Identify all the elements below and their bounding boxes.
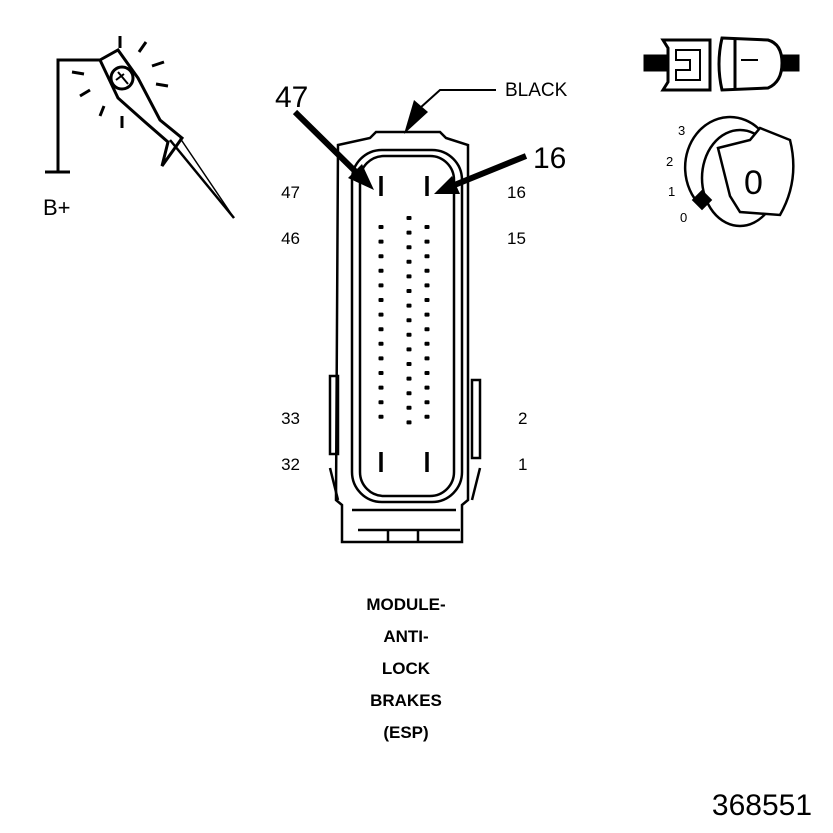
- module-title-line-1: MODULE-: [366, 595, 445, 614]
- connector-pin-cavity: [424, 400, 430, 405]
- connector-pin-cavity: [406, 318, 412, 323]
- module-title-line-4: BRAKES: [370, 691, 442, 710]
- connector-pin-cavity: [424, 283, 430, 288]
- connector-pin-cavity: [406, 332, 412, 337]
- black-color-label: BLACK: [505, 80, 568, 101]
- connector-pin-cavity: [406, 216, 412, 220]
- pin-label-33: 33: [281, 409, 300, 428]
- figure-number: 368551: [712, 789, 812, 822]
- connector-pin-cavity: [424, 239, 430, 244]
- connector-pin-cavity: [378, 254, 384, 259]
- module-title-line-3: LOCK: [382, 659, 431, 678]
- connector-body: [328, 130, 482, 544]
- pin-label-16: 16: [507, 183, 526, 202]
- connector-pin-cavity: [378, 385, 384, 390]
- connector-pin-cavity: [424, 414, 430, 419]
- disconnected-connector-icon: [643, 36, 800, 92]
- b-plus-label: B+: [43, 195, 71, 220]
- connector-pin-cavity: [424, 312, 430, 317]
- pin-label-46: 46: [281, 229, 300, 248]
- pin-label-47: 47: [281, 183, 300, 202]
- connector-pin-cavity: [406, 274, 412, 279]
- connector-pin-cavity: [378, 283, 384, 288]
- pin-47-arrow: [292, 109, 374, 190]
- connector-pin-cavity: [406, 347, 412, 352]
- connector-pin-cavity: [424, 371, 430, 375]
- ignition-switch-icon: [683, 115, 795, 228]
- pin-47-arrow-label: 47: [275, 81, 308, 114]
- ignition-position-1: 1: [668, 184, 675, 199]
- connector-pin-cavity: [424, 356, 430, 361]
- connector-pin-cavity: [378, 371, 384, 375]
- connector-pin-cavity: [406, 303, 412, 308]
- test-lamp-icon: [45, 36, 235, 219]
- pin-16-arrow: [434, 153, 528, 194]
- pin-label-15: 15: [507, 229, 526, 248]
- connector-pin-cavity: [424, 341, 430, 346]
- ignition-position-0: 0: [680, 210, 687, 225]
- pin-label-1: 1: [518, 455, 527, 474]
- ignition-position-2: 2: [666, 154, 673, 169]
- module-title-line-5: (ESP): [383, 723, 428, 742]
- connector-pin-cavity: [406, 245, 412, 250]
- pin-label-32: 32: [281, 455, 300, 474]
- ignition-key-label: 0: [744, 164, 763, 202]
- connector-pin-cavity: [406, 405, 412, 410]
- connector-pin-cavity: [406, 289, 412, 293]
- connector-pin-cavity: [406, 362, 412, 366]
- connector-pin-cavity: [378, 341, 384, 346]
- pin-label-2: 2: [518, 409, 527, 428]
- module-title-line-2: ANTI-: [383, 627, 428, 646]
- connector-pin-cavity: [406, 376, 412, 381]
- connector-pin-cavity: [378, 312, 384, 317]
- connector-pin-cavity: [424, 268, 430, 273]
- connector-pin-cavity: [406, 259, 412, 264]
- pin-16-arrow-label: 16: [533, 142, 566, 175]
- connector-pin-cavity: [424, 225, 430, 229]
- connector-pin-cavity: [406, 391, 412, 396]
- black-callout-leader: [404, 89, 496, 134]
- connector-pin-cavity: [378, 298, 384, 302]
- connector-pin-grid: [378, 216, 430, 425]
- connector-pin-cavity: [378, 414, 384, 419]
- connector-pin-cavity: [378, 268, 384, 273]
- connector-pin-cavity: [424, 298, 430, 302]
- connector-pin-cavity: [378, 239, 384, 244]
- connector-pin-cavity: [378, 400, 384, 405]
- connector-pin-cavity: [406, 230, 412, 235]
- connector-pin-cavity: [378, 356, 384, 361]
- connector-pin-cavity: [424, 385, 430, 390]
- connector-pin-cavity: [406, 420, 412, 425]
- ignition-position-3: 3: [678, 123, 685, 138]
- connector-pin-cavity: [378, 225, 384, 229]
- connector-pin-cavity: [424, 327, 430, 332]
- connector-pin-cavity: [378, 327, 384, 332]
- connector-pin-cavity: [424, 254, 430, 259]
